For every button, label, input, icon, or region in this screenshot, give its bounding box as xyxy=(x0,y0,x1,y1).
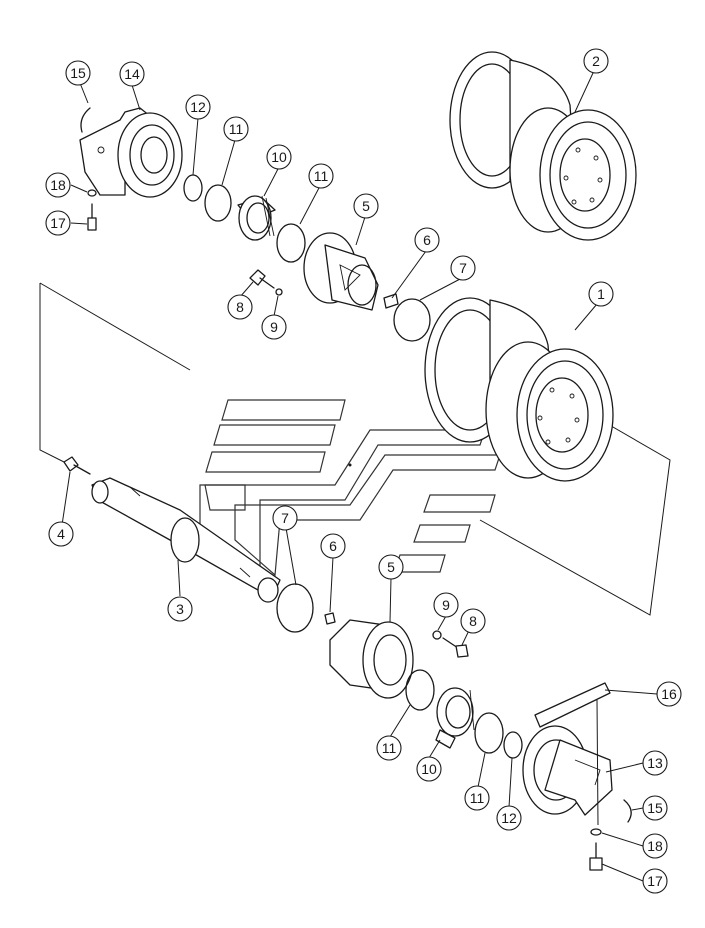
callout-label: 11 xyxy=(382,740,397,756)
callout-12-upper: 12 xyxy=(185,94,211,120)
callout-label: 14 xyxy=(124,66,140,82)
bolt-part-8-lower xyxy=(442,637,469,658)
plate-part-16 xyxy=(534,682,611,728)
bolt-part-17-lower xyxy=(589,842,603,871)
callout-label: 15 xyxy=(70,65,86,81)
callout-label: 17 xyxy=(50,215,66,231)
callout-18-lower: 18 xyxy=(642,833,668,859)
callout-7-upper: 7 xyxy=(450,255,476,281)
callout-9-lower: 9 xyxy=(433,592,459,618)
callout-2: 2 xyxy=(583,48,609,74)
bolt-part-17-upper xyxy=(87,203,97,231)
washer-part-9-lower xyxy=(432,630,442,640)
callout-12-lower: 12 xyxy=(496,805,522,831)
callout-label: 5 xyxy=(362,198,370,214)
callout-label: 17 xyxy=(647,873,663,889)
seal-part-10-upper xyxy=(237,195,276,241)
callout-label: 13 xyxy=(647,755,663,771)
callout-3: 3 xyxy=(167,596,193,622)
callout-label: 9 xyxy=(270,319,278,335)
o-ring-part-11-upper-a xyxy=(204,184,232,222)
callout-label: 6 xyxy=(329,538,337,554)
bolt-part-4 xyxy=(63,456,91,475)
callout-8-upper: 8 xyxy=(227,294,253,320)
callout-16: 16 xyxy=(656,681,682,707)
callout-11-upper-b: 11 xyxy=(308,163,334,189)
callout-9-upper: 9 xyxy=(261,314,287,340)
callout-10-lower: 10 xyxy=(416,756,442,782)
pin-part-6-lower xyxy=(324,612,336,625)
callout-label: 11 xyxy=(314,168,329,184)
callout-11-lower-b: 11 xyxy=(464,785,490,811)
callout-15-lower: 15 xyxy=(642,795,668,821)
callout-label: 2 xyxy=(592,53,600,69)
callout-label: 8 xyxy=(236,299,244,315)
callout-8-lower: 8 xyxy=(460,608,486,634)
bolt-part-8-upper xyxy=(249,269,275,289)
callout-6-lower: 6 xyxy=(320,533,346,559)
callout-11-lower-a: 11 xyxy=(376,735,402,761)
callout-label: 8 xyxy=(469,613,477,629)
clip-part-15-lower xyxy=(623,799,632,823)
callout-label: 10 xyxy=(271,149,287,165)
collar-part-5-lower xyxy=(329,619,414,699)
collar-part-5-upper xyxy=(303,232,379,311)
callout-label: 5 xyxy=(387,559,395,575)
callout-11-upper-a: 11 xyxy=(223,116,249,142)
callout-5-upper: 5 xyxy=(353,193,379,219)
shaft-part-3 xyxy=(91,477,281,603)
callout-4: 4 xyxy=(48,521,74,547)
leader-lines xyxy=(61,72,658,882)
callout-label: 18 xyxy=(647,838,663,854)
callout-label: 16 xyxy=(661,686,677,702)
clip-part-15-upper xyxy=(80,107,91,133)
callout-6-upper: 6 xyxy=(414,227,440,253)
bracket-part-14 xyxy=(79,107,183,198)
callout-label: 9 xyxy=(442,597,450,613)
callout-label: 4 xyxy=(57,526,65,542)
o-ring-part-7-lower xyxy=(276,583,314,633)
o-ring-part-12-upper xyxy=(183,174,203,202)
callout-10-upper: 10 xyxy=(266,144,292,170)
callout-17-lower: 17 xyxy=(642,868,668,894)
washer-part-18-lower xyxy=(590,828,602,836)
washer-part-9-upper xyxy=(275,288,283,296)
track-roller-part-1 xyxy=(424,297,614,482)
callout-7-lower: 7 xyxy=(272,505,298,531)
callout-1: 1 xyxy=(588,281,614,307)
callout-15-upper: 15 xyxy=(65,60,91,86)
o-ring-part-11-upper-b xyxy=(276,223,306,263)
callout-label: 11 xyxy=(470,790,485,806)
centre-mark xyxy=(348,463,352,467)
callout-5-lower: 5 xyxy=(378,554,404,580)
callout-label: 7 xyxy=(459,260,467,276)
callout-label: 12 xyxy=(190,99,206,115)
callout-14: 14 xyxy=(119,61,145,87)
callout-label: 15 xyxy=(647,800,663,816)
callout-label: 12 xyxy=(501,810,517,826)
callout-label: 11 xyxy=(229,121,244,137)
callout-label: 10 xyxy=(421,761,437,777)
callout-label: 3 xyxy=(176,601,184,617)
o-ring-part-7-upper xyxy=(393,298,431,342)
callout-label: 7 xyxy=(281,510,289,526)
callout-18-upper: 18 xyxy=(45,172,71,198)
callout-17-upper: 17 xyxy=(45,210,71,236)
washer-part-18-upper xyxy=(87,189,97,197)
o-ring-part-12-lower xyxy=(503,731,523,759)
callout-13: 13 xyxy=(642,750,668,776)
o-ring-part-11-lower-b xyxy=(474,712,504,754)
callout-label: 6 xyxy=(423,232,431,248)
callout-label: 1 xyxy=(597,286,605,302)
seal-part-10-lower xyxy=(435,687,475,749)
o-ring-part-11-lower-a xyxy=(405,669,435,711)
pin-part-6-upper xyxy=(383,293,399,309)
bracket-part-13 xyxy=(522,725,613,816)
projection-lines xyxy=(39,282,671,616)
callout-label: 18 xyxy=(50,177,66,193)
track-roller-part-2 xyxy=(449,51,637,241)
